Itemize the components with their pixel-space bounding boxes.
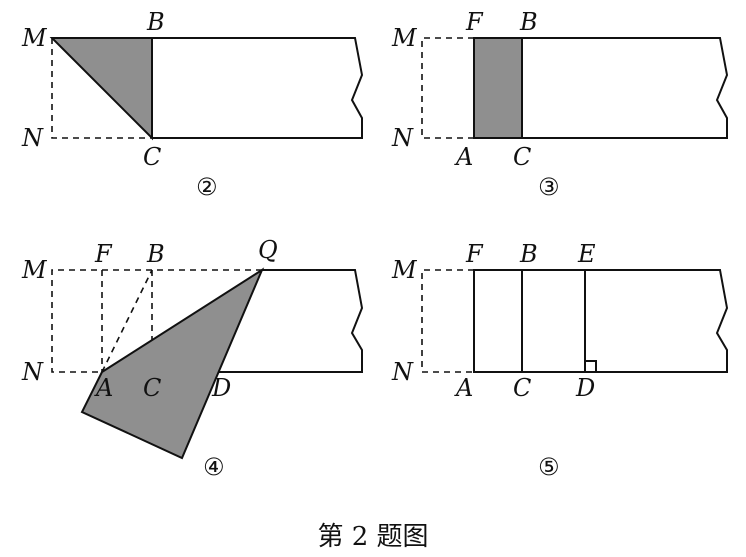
- fig5-label-F: F: [465, 240, 484, 268]
- figure-3: M F B N A C ③: [391, 8, 729, 201]
- fig2-label-B: B: [146, 8, 165, 36]
- figure-4: M F B Q N A C D ④: [21, 236, 364, 481]
- fig2-dashed-original-edge: [51, 38, 152, 139]
- fig4-dashed-AB: [101, 269, 153, 373]
- fig5-dashed-original-edge: [421, 269, 474, 373]
- fig3-label-M: M: [391, 24, 418, 52]
- fig3-circled-number: ③: [538, 173, 560, 201]
- fig4-label-B: B: [146, 240, 165, 268]
- fig3-label-A: A: [454, 143, 473, 171]
- fig4-label-Q: Q: [258, 236, 278, 264]
- fig5-strip-outline: [473, 269, 729, 373]
- fig4-label-D: D: [211, 374, 231, 402]
- fig5-right-angle-mark: [585, 360, 597, 372]
- fig5-label-N: N: [391, 358, 414, 386]
- fig4-label-F: F: [94, 240, 113, 268]
- fig3-label-N: N: [391, 124, 414, 152]
- fig4-label-M: M: [21, 256, 48, 284]
- fig2-label-C: C: [143, 143, 161, 171]
- fig3-strip-outline: [474, 37, 729, 139]
- fig4-label-C: C: [143, 374, 161, 402]
- fig4-folded-quadrilateral: [80, 267, 265, 460]
- fig5-label-D: D: [575, 374, 595, 402]
- figure-5: M F B E N A C D ⑤: [391, 240, 729, 481]
- fig3-dashed-original-edge: [421, 37, 474, 139]
- figure-2: M B N C ②: [21, 8, 364, 201]
- fig5-label-B: B: [519, 240, 538, 268]
- fig4-label-A: A: [94, 374, 113, 402]
- fig5-label-M: M: [391, 256, 418, 284]
- fig3-label-C: C: [513, 143, 531, 171]
- fig4-circled-number: ④: [203, 453, 225, 481]
- fig2-circled-number: ②: [196, 173, 218, 201]
- fig2-strip-outline: [152, 37, 364, 139]
- fig3-label-B: B: [519, 8, 538, 36]
- fig5-circled-number: ⑤: [538, 453, 560, 481]
- fig4-dashed-original-rect: [51, 269, 262, 373]
- figure-caption: 第 2 题图: [317, 522, 428, 552]
- fig5-label-E: E: [577, 240, 596, 268]
- fig2-folded-triangle: [49, 37, 153, 141]
- fig5-label-A: A: [454, 374, 473, 402]
- fig3-folded-rectangle: [473, 37, 523, 139]
- fig3-label-F: F: [465, 8, 484, 36]
- fig2-label-N: N: [21, 124, 44, 152]
- fig4-strip-outline: [214, 269, 364, 373]
- fig5-label-C: C: [513, 374, 531, 402]
- fig2-label-M: M: [21, 24, 48, 52]
- fig4-label-N: N: [21, 358, 44, 386]
